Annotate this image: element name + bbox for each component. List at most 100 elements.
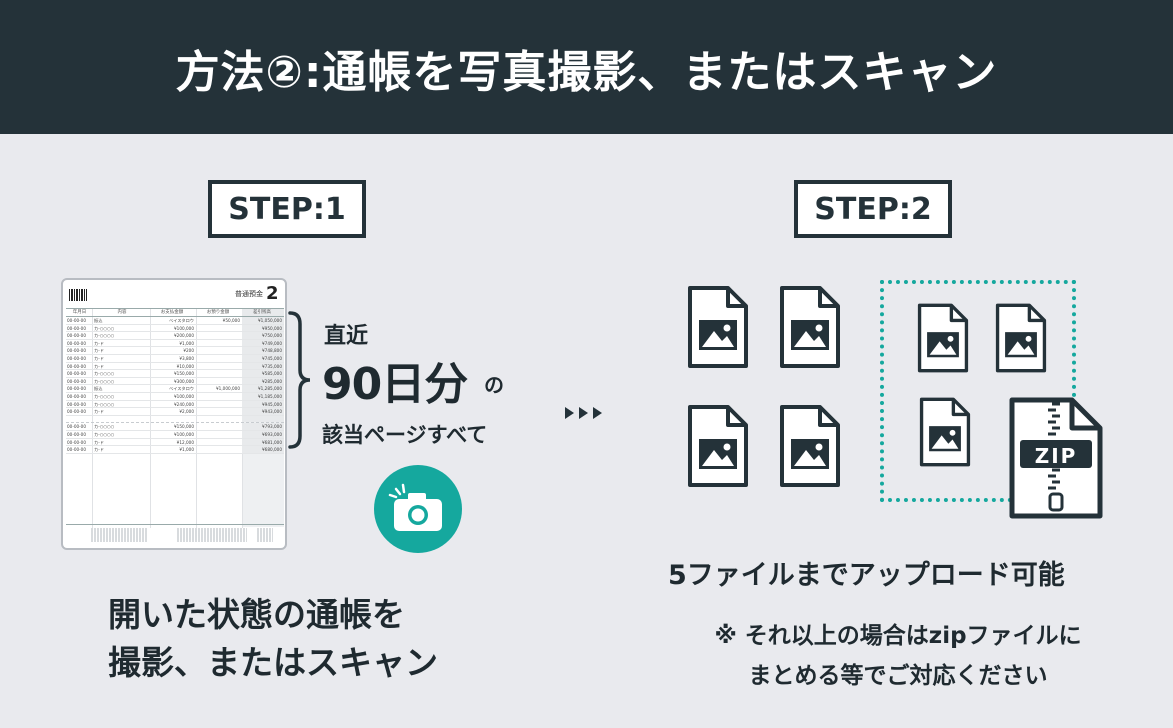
passbook-cell: 00-00-00 bbox=[67, 348, 87, 354]
passbook-row: 00-00-00 カ-○○○○ ¥150,000 ¥793,000 bbox=[66, 423, 284, 431]
page-title: 方法②:通帳を写真撮影、またはスキャン bbox=[175, 47, 998, 98]
zip-note-line2: まとめる等でご対応ください bbox=[748, 663, 1048, 689]
passbook-cell: 00-00-00 bbox=[67, 378, 87, 384]
passbook-cell bbox=[92, 416, 150, 423]
passbook-cell: ¥2,000 bbox=[179, 409, 194, 415]
col-header: 差引残高 bbox=[242, 309, 284, 316]
triple-arrow-icon bbox=[565, 407, 602, 419]
passbook-row: 00-00-00 カ-ド ¥3,800 ¥745,000 bbox=[66, 354, 284, 363]
passbook-cell: ¥100,000 bbox=[174, 393, 194, 399]
header-bar: 方法②:通帳を写真撮影、またはスキャン bbox=[0, 0, 1173, 134]
passbook-cell: ¥285,000 bbox=[242, 377, 284, 385]
passbook-cell: ¥681,000 bbox=[242, 438, 284, 446]
passbook-cell: ¥1,050,000 bbox=[242, 317, 284, 324]
passbook-cell: ¥150,000 bbox=[174, 371, 194, 377]
passbook-cell: ¥150,000 bbox=[174, 424, 194, 430]
step1-caption-line2: 撮影、またはスキャン bbox=[108, 643, 438, 682]
passbook-cell: ¥100,000 bbox=[174, 431, 194, 437]
passbook-cell bbox=[196, 446, 242, 453]
image-file-icon bbox=[780, 286, 840, 368]
column-divider bbox=[196, 308, 197, 528]
passbook-cell bbox=[196, 431, 242, 438]
passbook-cell: カ-○○○○ bbox=[94, 393, 115, 399]
step1-badge: STEP:1 bbox=[208, 180, 366, 238]
recent-label: 直近 bbox=[324, 324, 369, 349]
passbook-cell: カ-ド bbox=[94, 355, 104, 361]
passbook-cell: ¥3,800 bbox=[179, 355, 194, 361]
passbook-cell: カ-○○○○ bbox=[94, 424, 115, 430]
passbook-cell: ¥50,000 bbox=[222, 318, 240, 323]
passbook-cell: 00-00-00 bbox=[67, 409, 87, 415]
passbook-cell: ¥748,800 bbox=[242, 347, 284, 354]
passbook-cell: カ-ド bbox=[94, 363, 104, 369]
passbook-cell bbox=[196, 378, 242, 385]
step1-caption: 開いた状態の通帳を 撮影、またはスキャン bbox=[108, 591, 438, 687]
fine-print bbox=[257, 528, 273, 542]
fine-print bbox=[177, 528, 247, 542]
passbook-cell bbox=[196, 401, 242, 408]
passbook-cell: ¥945,000 bbox=[242, 400, 284, 408]
passbook-row: 00-00-00 カ-ド ¥200 ¥748,800 bbox=[66, 347, 284, 355]
passbook-cell: 00-00-00 bbox=[67, 333, 87, 339]
passbook-cell: ¥793,000 bbox=[242, 423, 284, 430]
passbook-cell: 00-00-00 bbox=[67, 355, 87, 361]
passbook-cell: 00-00-00 bbox=[67, 363, 87, 369]
passbook-cell bbox=[196, 408, 242, 415]
passbook-cell: 00-00-00 bbox=[67, 431, 87, 437]
passbook-cell: ¥585,000 bbox=[242, 370, 284, 377]
step2-badge: STEP:2 bbox=[794, 180, 952, 238]
barcode-icon bbox=[69, 289, 87, 301]
camera-icon-circle bbox=[374, 465, 462, 553]
passbook-cell: ¥943,000 bbox=[242, 408, 284, 415]
passbook-cell: カ-○○○○ bbox=[94, 431, 115, 437]
passbook-cell: 振込 bbox=[94, 386, 103, 392]
image-file-icon bbox=[780, 405, 840, 487]
passbook-cell: ¥200 bbox=[183, 348, 194, 354]
passbook-cell: ¥12,000 bbox=[176, 439, 194, 445]
passbook-cell: ¥950,000 bbox=[242, 324, 284, 332]
passbook-cell: ¥10,000 bbox=[176, 363, 194, 369]
image-file-icon bbox=[917, 303, 969, 373]
camera-icon bbox=[388, 483, 442, 531]
image-file-icon bbox=[919, 397, 971, 467]
passbook-cell: ¥100,000 bbox=[174, 325, 194, 331]
passbook-cell bbox=[150, 416, 196, 423]
zip-file-icon bbox=[1009, 397, 1103, 519]
passbook-cell: 00-00-00 bbox=[67, 340, 87, 346]
col-header: 年月日 bbox=[72, 310, 87, 315]
passbook-cell: カ-ド bbox=[94, 409, 104, 415]
passbook-cell bbox=[66, 416, 92, 423]
pages-label: 該当ページすべて bbox=[322, 423, 488, 447]
fine-print bbox=[91, 528, 147, 542]
passbook-cell: ¥240,000 bbox=[174, 401, 194, 407]
passbook-cell: ¥745,000 bbox=[242, 354, 284, 362]
passbook-cell: ベイスタロウ bbox=[169, 386, 194, 392]
passbook-cell: ¥1,185,000 bbox=[242, 392, 284, 400]
passbook-cell: カ-ド bbox=[94, 348, 104, 354]
passbook-cell: カ-○○○○ bbox=[94, 371, 115, 377]
passbook-table-header: 年月日 内容 お支払金額 お預り金額 差引残高 bbox=[66, 308, 284, 317]
passbook-cell: 00-00-00 bbox=[67, 386, 87, 392]
passbook-cell: ¥680,000 bbox=[242, 446, 284, 453]
zip-group-outline bbox=[880, 280, 1076, 502]
passbook-row: 00-00-00 カ-ド ¥2,000 ¥943,000 bbox=[66, 408, 284, 416]
passbook-cell bbox=[196, 355, 242, 362]
passbook-cell bbox=[196, 340, 242, 347]
passbook-cell: カ-ド bbox=[94, 439, 104, 445]
image-file-icon bbox=[688, 286, 748, 368]
passbook-cell: 00-00-00 bbox=[67, 424, 87, 430]
